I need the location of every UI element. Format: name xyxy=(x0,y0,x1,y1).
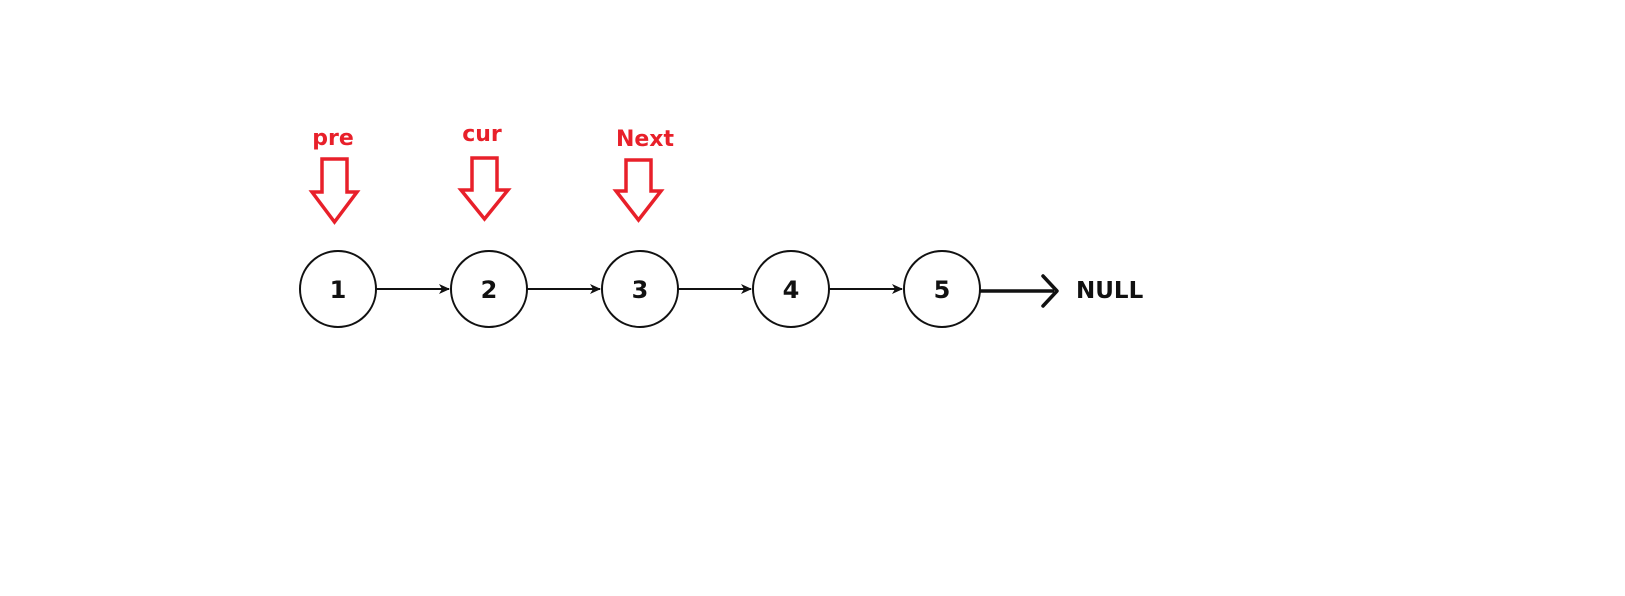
list-node-4: 4 xyxy=(752,250,830,328)
pointer-label-pre: pre xyxy=(312,126,354,151)
null-label: NULL xyxy=(1076,278,1144,304)
node-value: 1 xyxy=(330,276,347,304)
pointer-cur: cur xyxy=(457,122,512,222)
null-arrow xyxy=(978,274,1059,308)
down-arrow-icon xyxy=(612,158,665,223)
list-node-2: 2 xyxy=(450,250,528,328)
node-value: 5 xyxy=(934,276,951,304)
node-value: 4 xyxy=(783,276,800,304)
node-value: 2 xyxy=(481,276,498,304)
down-arrow-icon xyxy=(457,156,512,222)
down-arrow-icon xyxy=(308,157,361,225)
node-value: 3 xyxy=(632,276,649,304)
pointer-next: Next xyxy=(612,127,675,223)
pointer-label-next: Next xyxy=(616,127,675,152)
list-node-1: 1 xyxy=(299,250,377,328)
list-node-3: 3 xyxy=(601,250,679,328)
list-node-5: 5 xyxy=(903,250,981,328)
pointer-label-cur: cur xyxy=(462,122,502,147)
pointer-pre: pre xyxy=(308,126,361,225)
